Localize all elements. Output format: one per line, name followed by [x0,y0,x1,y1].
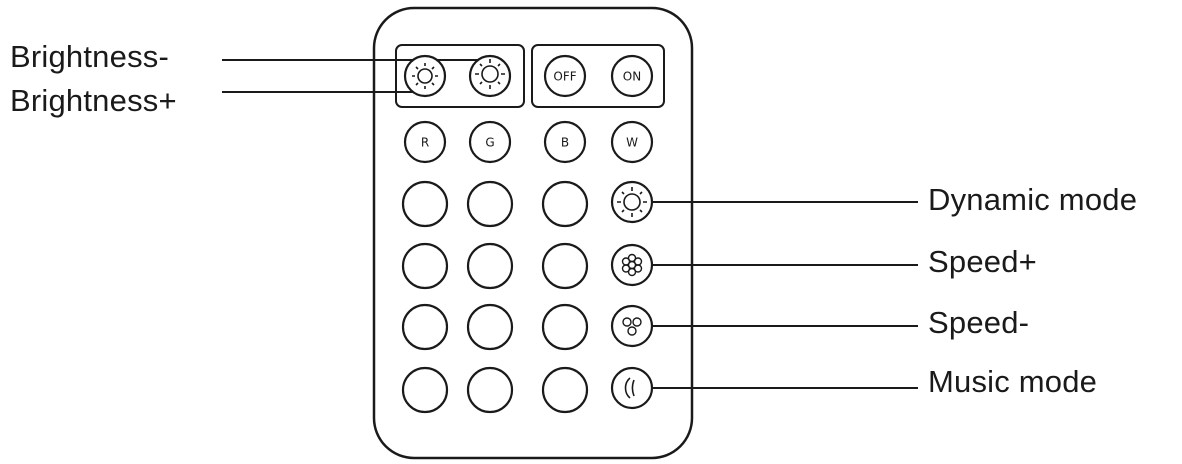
color-button[interactable] [401,242,449,290]
brightness-button-group [395,44,525,108]
color-button[interactable] [541,180,589,228]
on-button[interactable]: ON [610,54,654,98]
off-button[interactable]: OFF [543,54,587,98]
music-mode-button[interactable] [610,366,654,410]
speed-up-button[interactable] [610,243,654,287]
flower-icon [621,253,643,277]
color-button[interactable] [541,303,589,351]
red-button[interactable]: R [403,120,447,164]
green-button[interactable]: G [468,120,512,164]
brightness-up-label: Brightness+ [10,83,177,118]
sun-large-icon [475,59,505,89]
sun-icon [617,187,647,217]
on-button-label: ON [623,70,641,84]
off-button-label: OFF [553,70,576,84]
sun-small-icon [412,63,438,89]
color-button[interactable] [541,242,589,290]
dynamic-mode-button[interactable] [610,180,654,224]
white-button[interactable]: W [610,120,654,164]
color-button[interactable] [466,366,514,414]
dynamic-mode-label: Dynamic mode [928,182,1138,217]
trefoil-icon [622,317,642,336]
color-button[interactable] [401,303,449,351]
speed-up-label: Speed+ [928,244,1037,279]
speed-down-button[interactable] [610,304,654,348]
music-mode-label: Music mode [928,364,1098,399]
green-button-label: G [485,136,494,150]
color-button[interactable] [466,303,514,351]
brightness-down-label: Brightness- [10,39,169,74]
color-button[interactable] [466,180,514,228]
brightness-up-button[interactable] [468,54,512,98]
color-button[interactable] [401,366,449,414]
speed-down-label: Speed- [928,305,1030,340]
remote-body [372,6,694,460]
color-button[interactable] [541,366,589,414]
color-button[interactable] [401,180,449,228]
color-button[interactable] [466,242,514,290]
power-button-group [531,44,665,108]
white-button-label: W [626,136,638,150]
blue-button-label: B [561,136,569,150]
brightness-down-button[interactable] [403,54,447,98]
music-wave-icon [624,377,635,399]
red-button-label: R [421,136,429,150]
blue-button[interactable]: B [543,120,587,164]
